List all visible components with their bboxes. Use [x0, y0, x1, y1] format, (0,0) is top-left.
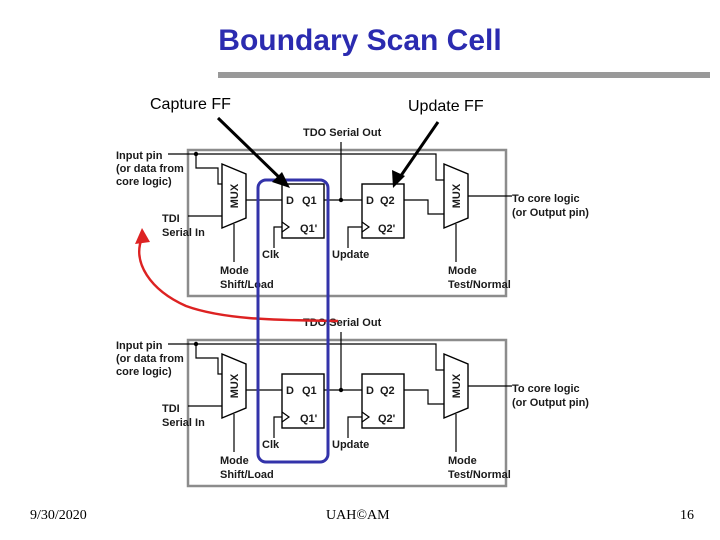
ff2-q2b-label: Q2' — [378, 413, 396, 425]
ff1-clk-marker — [281, 411, 291, 423]
footer-page: 16 — [680, 508, 694, 523]
update-ff-arrowhead — [392, 170, 405, 188]
capture-ff-label: Capture FF — [150, 96, 231, 113]
update-label: Update — [332, 249, 369, 261]
mux1-in-wire — [195, 154, 222, 185]
ff2-clk-marker — [361, 221, 371, 233]
tdi-label-1: Serial In — [162, 227, 205, 239]
ff2-q2-label: Q2 — [380, 385, 395, 397]
mode-left-label-0: Mode — [220, 265, 249, 277]
mux-1-label: MUX — [229, 373, 241, 398]
scan-chain-arrowhead — [135, 228, 150, 244]
scan-chain-arrow — [138, 237, 339, 323]
input-pin-label-1: (or data from — [116, 353, 184, 365]
core-logic-label-1: (or Output pin) — [512, 397, 589, 409]
tdo-label: TDO Serial Out — [303, 127, 382, 139]
update-ff-label: Update FF — [408, 98, 484, 115]
tdi-label-0: TDI — [162, 213, 180, 225]
core-logic-label-0: To core logic — [512, 383, 580, 395]
tdo-label: TDO Serial Out — [303, 317, 382, 329]
cell-outline — [186, 148, 508, 298]
ff2-d-label: D — [366, 385, 374, 397]
ff1-box — [281, 373, 325, 429]
ff1-q1-label: Q1 — [302, 195, 317, 207]
ff1-d-label: D — [286, 195, 294, 207]
input-pin-label-1: (or data from — [116, 163, 184, 175]
bypass-wire — [196, 153, 444, 181]
mode-left-label-1: Shift/Load — [220, 469, 274, 481]
mux-1 — [221, 162, 247, 230]
input-pin-label-0: Input pin — [116, 340, 163, 352]
ff2-update-wire — [347, 416, 362, 438]
input-pin-label-0: Input pin — [116, 150, 163, 162]
capture-ff-arrowhead — [272, 172, 290, 188]
ff2-q2-label: Q2 — [380, 195, 395, 207]
ff1-clk-wire — [273, 226, 282, 248]
ff1-q1b-label: Q1' — [300, 413, 318, 425]
ff2-d-label: D — [366, 195, 374, 207]
core-logic-label-1: (or Output pin) — [512, 207, 589, 219]
bypass-wire — [196, 343, 444, 371]
ff2-box — [361, 373, 405, 429]
ff2-out-wire — [404, 389, 444, 405]
clk-label: Clk — [262, 439, 280, 451]
footer-date: 9/30/2020 — [30, 508, 87, 523]
mode-left-label-1: Shift/Load — [220, 279, 274, 291]
mode-right-label-1: Test/Normal — [448, 279, 511, 291]
ff1-box — [281, 183, 325, 239]
ff2-update-wire — [347, 226, 362, 248]
input-pin-label-2: core logic) — [116, 366, 172, 378]
mux-1 — [221, 352, 247, 420]
mux-2-label: MUX — [451, 373, 463, 398]
ff2-q2b-label: Q2' — [378, 223, 396, 235]
capture-ff-highlight — [256, 178, 330, 464]
ff1-q1-label: Q1 — [302, 385, 317, 397]
update-label: Update — [332, 439, 369, 451]
core-logic-label-0: To core logic — [512, 193, 580, 205]
ff1-clk-wire — [273, 416, 282, 438]
tdi-label-1: Serial In — [162, 417, 205, 429]
cell-outline — [186, 338, 508, 488]
ff2-box — [361, 183, 405, 239]
tdi-label-0: TDI — [162, 403, 180, 415]
mode-right-label-0: Mode — [448, 455, 477, 467]
mode-left-label-0: Mode — [220, 455, 249, 467]
ff2-clk-marker — [361, 411, 371, 423]
input-pin-label-2: core logic) — [116, 176, 172, 188]
footer-center: UAH©AM — [326, 508, 390, 523]
slide-title: Boundary Scan Cell — [218, 24, 502, 57]
mux-1-label: MUX — [229, 183, 241, 208]
update-ff-arrow — [396, 121, 440, 181]
capture-ff-arrow — [216, 116, 286, 184]
ff1-clk-marker — [281, 221, 291, 233]
mode-right-label-0: Mode — [448, 265, 477, 277]
ff1-d-label: D — [286, 385, 294, 397]
clk-label: Clk — [262, 249, 280, 261]
mode-right-label-1: Test/Normal — [448, 469, 511, 481]
title-rule — [218, 72, 710, 78]
ff2-out-wire — [404, 199, 444, 215]
mux-2 — [443, 162, 469, 230]
mux1-in-wire — [195, 344, 222, 375]
mux-2-label: MUX — [451, 183, 463, 208]
mux-2 — [443, 352, 469, 420]
ff1-q1b-label: Q1' — [300, 223, 318, 235]
